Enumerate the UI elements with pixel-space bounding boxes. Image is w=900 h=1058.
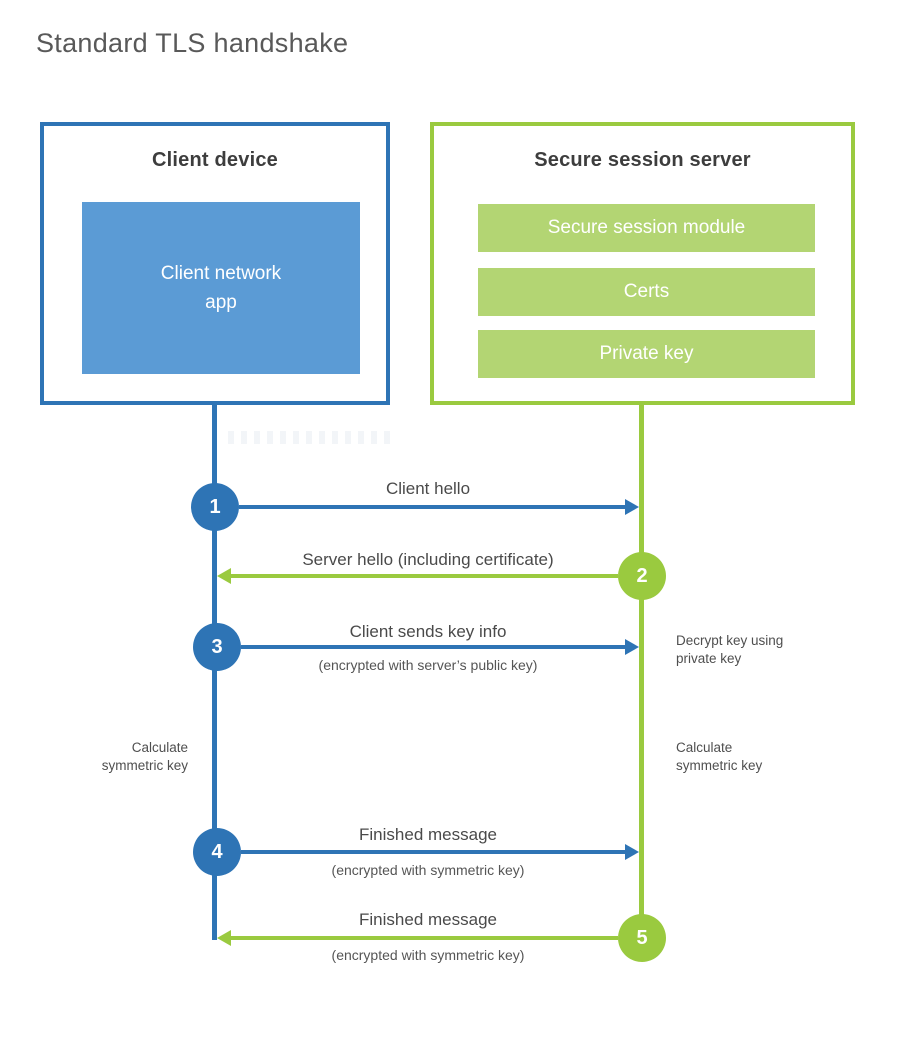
step2-number-badge: 2: [618, 552, 666, 600]
step3-label: Client sends key info: [349, 622, 507, 641]
client-device-box: Client device Client network app: [40, 122, 390, 405]
step5-sublabel: (encrypted with symmetric key): [331, 947, 525, 963]
server-module-certs: Certs: [478, 268, 815, 316]
client-network-app-box: Client network app: [82, 202, 360, 374]
step1-arrow-shaft: [239, 505, 626, 509]
step4-label: Finished message: [359, 825, 497, 844]
step2-arrowhead-icon: [217, 568, 231, 584]
note-calculate-symmetric-key-server: Calculate symmetric key: [676, 740, 763, 773]
step4-number-badge: 4: [193, 828, 241, 876]
step3-arrow-shaft: [241, 645, 626, 649]
step3-sublabel: (encrypted with server’s public key): [318, 657, 538, 673]
step5-number-badge: 5: [618, 914, 666, 962]
page-title: Standard TLS handshake: [36, 28, 349, 58]
step4-arrow-shaft: [241, 850, 626, 854]
step1-arrowhead-icon: [625, 499, 639, 515]
server-module-private-key: Private key: [478, 330, 815, 378]
server-box-title: Secure session server: [534, 149, 751, 171]
step1-number-badge: 1: [191, 483, 239, 531]
step3-number-badge: 3: [193, 623, 241, 671]
step1-label: Client hello: [385, 479, 471, 498]
client-lifeline: [212, 405, 217, 940]
step5-arrowhead-icon: [217, 930, 231, 946]
note-decrypt-key: Decrypt key using private key: [676, 633, 784, 666]
step3-arrowhead-icon: [625, 639, 639, 655]
client-device-title: Client device: [152, 149, 278, 171]
step4-arrowhead-icon: [625, 844, 639, 860]
step2-arrow-shaft: [231, 574, 618, 578]
step4-sublabel: (encrypted with symmetric key): [331, 862, 525, 878]
server-lifeline: [639, 405, 644, 938]
step5-label: Finished message: [359, 910, 497, 929]
step2-label: Server hello (including certificate): [302, 550, 554, 569]
note-calculate-symmetric-key-client: Calculate symmetric key: [101, 740, 188, 773]
server-module-secure-session: Secure session module: [478, 204, 815, 252]
step5-arrow-shaft: [231, 936, 618, 940]
server-box: Secure session server Secure session mod…: [430, 122, 855, 405]
faint-dashes-decoration: [228, 431, 392, 444]
